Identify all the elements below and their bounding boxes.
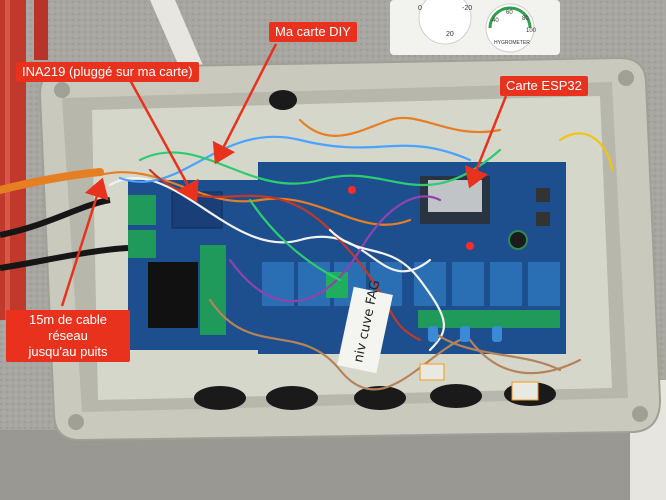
red-led-1 bbox=[348, 186, 356, 194]
relay-5 bbox=[414, 262, 446, 306]
screw-hole-tr bbox=[618, 70, 634, 86]
red-pipe-second bbox=[34, 0, 48, 60]
screw-hole-br bbox=[632, 406, 648, 422]
red-pipe-left bbox=[0, 0, 26, 320]
label-ina219-text: INA219 (pluggé sur ma carte) bbox=[22, 64, 193, 79]
black-cable-2 bbox=[0, 245, 129, 271]
thermometer-mark-0: 0 bbox=[418, 5, 422, 12]
thermometer-mark-20: 20 bbox=[446, 31, 454, 38]
wall-bottom-shadow bbox=[0, 430, 666, 500]
label-carte-esp32: Carte ESP32 bbox=[500, 76, 588, 96]
white-pipe bbox=[150, 0, 205, 80]
handwritten-tag: niv cuve FAG bbox=[337, 279, 393, 374]
hygrometer-mark-60: 60 bbox=[506, 10, 513, 16]
relay-6 bbox=[452, 262, 484, 306]
cable-gland-1 bbox=[194, 386, 246, 410]
terminal-block-small bbox=[326, 272, 348, 298]
relay-8 bbox=[528, 262, 560, 306]
hygrometer-mark-100: 100 bbox=[526, 28, 537, 34]
hygrometer-scale-arc bbox=[488, 6, 532, 29]
terminal-block-left-2 bbox=[128, 230, 156, 258]
hygrometer-mark-40: 40 bbox=[492, 18, 499, 24]
arrow-ina219 bbox=[128, 79, 199, 203]
black-cable-1 bbox=[0, 197, 111, 238]
push-button-1 bbox=[536, 188, 550, 202]
wiring-bundle bbox=[98, 116, 614, 391]
hygrometer-brand-text: HYGROMETER bbox=[494, 40, 530, 46]
orange-network-cable bbox=[0, 168, 104, 194]
hygrometer-dial-right bbox=[485, 3, 535, 53]
hygrometer-mark-80: 80 bbox=[522, 16, 529, 22]
blue-cap-2 bbox=[460, 326, 470, 342]
label-cable-line-1: 15m de cable bbox=[28, 312, 108, 327]
label-cable: 15m de cable réseau jusqu'au puits bbox=[6, 310, 130, 362]
blue-cap-1 bbox=[428, 326, 438, 342]
terminal-strip-bottom bbox=[418, 310, 560, 328]
label-cable-line-2: réseau bbox=[48, 328, 88, 343]
wago-connector-1 bbox=[511, 381, 539, 401]
label-ma-carte-diy: Ma carte DIY bbox=[269, 22, 357, 42]
label-ina219: INA219 (pluggé sur ma carte) bbox=[16, 62, 199, 82]
annotation-arrows bbox=[60, 43, 508, 307]
thermometer-dial-left bbox=[418, 0, 472, 45]
blue-cap-3 bbox=[492, 326, 502, 342]
cable-gland-4 bbox=[430, 384, 482, 408]
label-carte-esp32-text: Carte ESP32 bbox=[506, 78, 582, 93]
cable-gland-2 bbox=[266, 386, 318, 410]
cable-gland-3 bbox=[354, 386, 406, 410]
wago-connector-2 bbox=[419, 363, 445, 381]
label-cable-line-3: jusqu'au puits bbox=[28, 344, 108, 359]
black-relay-left bbox=[148, 262, 198, 328]
arrow-esp32 bbox=[464, 95, 508, 189]
red-led-2 bbox=[466, 242, 474, 250]
screw-hole-bl bbox=[68, 414, 84, 430]
capacitor bbox=[508, 230, 528, 250]
label-ma-carte-diy-text: Ma carte DIY bbox=[275, 24, 351, 39]
terminal-block-left-1 bbox=[128, 195, 156, 225]
relay-7 bbox=[490, 262, 522, 306]
red-pipe-highlight bbox=[5, 0, 10, 320]
push-button-2 bbox=[536, 212, 550, 226]
thermometer-mark-neg20: -20 bbox=[462, 5, 472, 12]
arrow-cable bbox=[60, 177, 109, 307]
terminal-block-left-3 bbox=[200, 245, 226, 335]
arrow-ma-carte-diy bbox=[212, 43, 278, 165]
screw-hole-tl bbox=[54, 82, 70, 98]
relay-2 bbox=[298, 262, 330, 306]
cable-gland-top bbox=[269, 90, 297, 110]
